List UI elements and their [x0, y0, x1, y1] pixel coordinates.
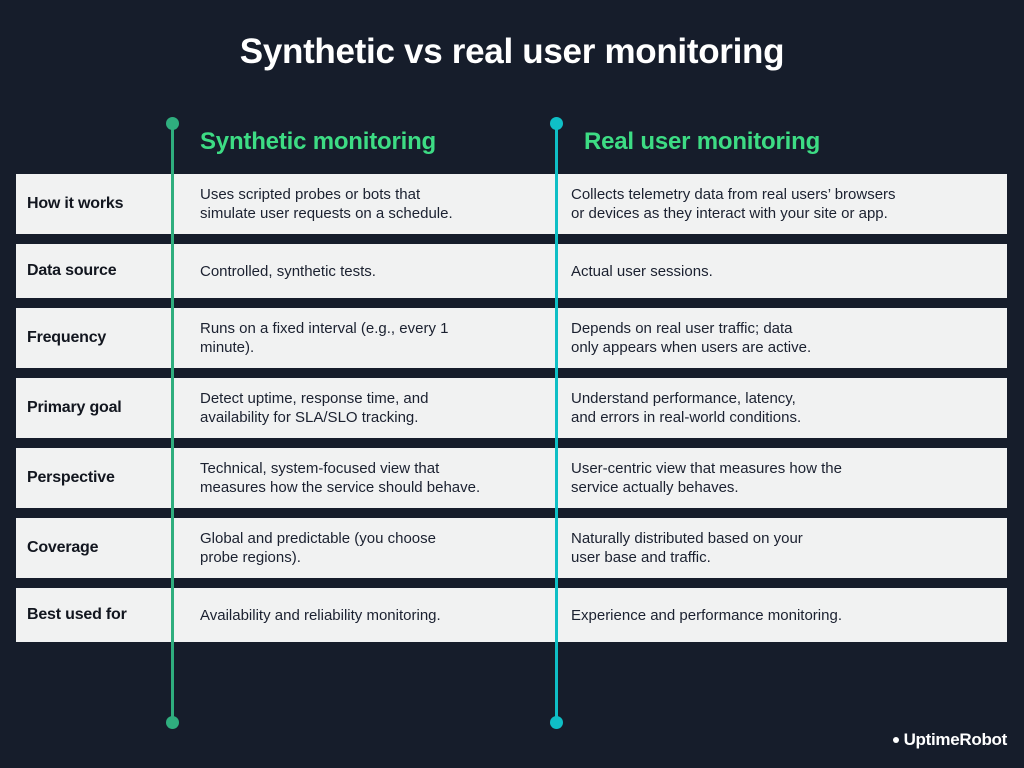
row-label: Primary goal: [16, 378, 172, 438]
row-cell-synthetic-text: Global and predictable (you choose probe…: [200, 530, 436, 566]
row-cell-synthetic-text: Runs on a fixed interval (e.g., every 1 …: [200, 320, 449, 356]
brand-logo: UptimeRobot: [892, 730, 1008, 750]
row-cell-synthetic-text: Availability and reliability monitoring.: [200, 606, 441, 624]
row-cell-synthetic: Controlled, synthetic tests.: [172, 244, 543, 298]
synthetic-rule-bottom-dot-icon: [166, 716, 179, 729]
row-cell-synthetic: Detect uptime, response time, and availa…: [172, 378, 543, 438]
row-cell-rum: Naturally distributed based on your user…: [543, 518, 1007, 578]
table-row: Frequency Runs on a fixed interval (e.g.…: [16, 308, 1007, 368]
row-cell-synthetic: Availability and reliability monitoring.: [172, 588, 543, 642]
row-cell-synthetic-text: Technical, system-focused view that meas…: [200, 460, 481, 496]
logo-text: UptimeRobot: [903, 730, 1008, 749]
row-cell-synthetic-text: Uses scripted probes or bots that simula…: [200, 186, 453, 222]
row-cell-synthetic: Global and predictable (you choose probe…: [172, 518, 543, 578]
page-title: Synthetic vs real user monitoring: [239, 32, 785, 71]
rum-rule-top-dot-icon: [550, 117, 563, 130]
logo-dot-icon: [892, 737, 899, 743]
row-cell-synthetic: Technical, system-focused view that meas…: [172, 448, 543, 508]
table-row: Coverage Global and predictable (you cho…: [16, 518, 1007, 578]
table-row: Primary goal Detect uptime, response tim…: [16, 378, 1007, 438]
row-cell-synthetic-text: Controlled, synthetic tests.: [200, 262, 376, 280]
row-cell-rum: Understand performance, latency, and err…: [543, 378, 1007, 438]
row-label: Data source: [16, 244, 172, 298]
column-header-synthetic: Synthetic monitoring: [200, 128, 437, 155]
synthetic-column-rule: [171, 122, 174, 726]
row-cell-rum: Collects telemetry data from real users’…: [543, 174, 1007, 234]
row-label: Coverage: [16, 518, 172, 578]
table-row: How it works Uses scripted probes or bot…: [16, 174, 1007, 234]
column-header-rum: Real user monitoring: [584, 128, 821, 155]
rum-column-rule: [555, 122, 558, 726]
row-cell-rum-text: Depends on real user traffic; data only …: [571, 320, 812, 356]
row-cell-rum: Actual user sessions.: [543, 244, 1007, 298]
row-label: Best used for: [16, 588, 172, 642]
rum-rule-bottom-dot-icon: [550, 716, 563, 729]
row-cell-rum-text: Actual user sessions.: [571, 262, 713, 280]
row-cell-synthetic: Runs on a fixed interval (e.g., every 1 …: [172, 308, 543, 368]
row-label: How it works: [16, 174, 172, 234]
table-row: Data source Controlled, synthetic tests.…: [16, 244, 1007, 298]
row-cell-rum: User-centric view that measures how the …: [543, 448, 1007, 508]
row-cell-rum: Depends on real user traffic; data only …: [543, 308, 1007, 368]
row-cell-synthetic: Uses scripted probes or bots that simula…: [172, 174, 543, 234]
table-row: Perspective Technical, system-focused vi…: [16, 448, 1007, 508]
row-cell-synthetic-text: Detect uptime, response time, and availa…: [200, 390, 429, 426]
table-row: Best used for Availability and reliabili…: [16, 588, 1007, 642]
row-cell-rum-text: Collects telemetry data from real users’…: [571, 186, 896, 222]
row-label: Frequency: [16, 308, 172, 368]
row-cell-rum: Experience and performance monitoring.: [543, 588, 1007, 642]
synthetic-rule-top-dot-icon: [166, 117, 179, 130]
row-cell-rum-text: Naturally distributed based on your user…: [571, 530, 803, 566]
row-cell-rum-text: User-centric view that measures how the …: [571, 460, 842, 496]
row-cell-rum-text: Experience and performance monitoring.: [571, 606, 842, 624]
comparison-table: How it works Uses scripted probes or bot…: [16, 174, 1007, 652]
row-label: Perspective: [16, 448, 172, 508]
row-cell-rum-text: Understand performance, latency, and err…: [571, 390, 802, 426]
